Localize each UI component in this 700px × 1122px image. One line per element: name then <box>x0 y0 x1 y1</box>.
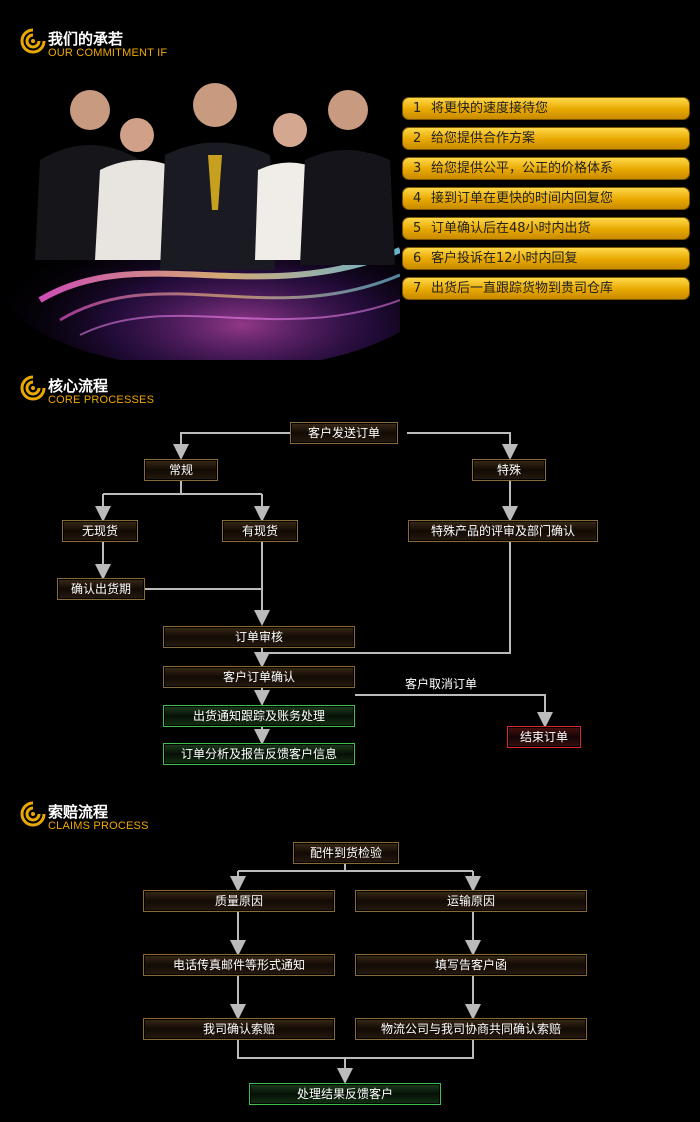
node-no-stock: 无现货 <box>62 520 138 542</box>
commitment-subtitle: OUR COMMITMENT IF <box>48 47 168 59</box>
node-quality: 质量原因 <box>143 890 335 912</box>
commitment-item: 2 给您提供合作方案 <box>402 127 690 150</box>
node-order-analysis: 订单分析及报告反馈客户信息 <box>163 743 355 765</box>
node-confirm-date: 确认出货期 <box>57 578 145 600</box>
claims-subtitle: CLAIMS PROCESS <box>48 820 149 832</box>
core-subtitle: CORE PROCESSES <box>48 394 155 406</box>
item-text: 客户投诉在12小时内回复 <box>431 251 578 266</box>
core-header: 核心流程 CORE PROCESSES <box>20 375 220 411</box>
node-notify: 电话传真邮件等形式通知 <box>143 954 335 976</box>
node-letter: 填写告客户函 <box>355 954 587 976</box>
item-number: 1 <box>413 101 422 116</box>
node-in-stock: 有现货 <box>222 520 298 542</box>
node-special: 特殊 <box>472 459 546 481</box>
item-number: 3 <box>413 161 422 176</box>
commitment-header: 我们的承若 OUR COMMITMENT IF <box>20 28 220 64</box>
section-logo-icon <box>20 375 46 401</box>
item-number: 4 <box>413 191 422 206</box>
section-logo-icon <box>20 801 46 827</box>
node-special-review: 特殊产品的评审及部门确认 <box>408 520 598 542</box>
claims-title: 索赔流程 <box>48 803 109 821</box>
node-inspection: 配件到货检验 <box>293 842 399 864</box>
item-number: 5 <box>413 221 422 236</box>
commitment-item: 6 客户投诉在12小时内回复 <box>402 247 690 270</box>
node-confirm-claim: 我司确认索赔 <box>143 1018 335 1040</box>
claims-header: 索赔流程 CLAIMS PROCESS <box>20 801 220 837</box>
commitment-item: 7 出货后一直跟踪货物到贵司仓库 <box>402 277 690 300</box>
item-text: 接到订单在更快的时间内回复您 <box>431 191 614 206</box>
node-send-order: 客户发送订单 <box>290 422 398 444</box>
commitment-title: 我们的承若 <box>48 30 124 48</box>
core-title: 核心流程 <box>48 377 109 395</box>
commitment-item: 5 订单确认后在48小时内出货 <box>402 217 690 240</box>
node-shipping-notice: 出货通知跟踪及账务处理 <box>163 705 355 727</box>
item-number: 6 <box>413 251 422 266</box>
item-text: 给您提供合作方案 <box>431 131 536 146</box>
item-text: 订单确认后在48小时内出货 <box>431 221 591 236</box>
commitment-item: 4 接到订单在更快的时间内回复您 <box>402 187 690 210</box>
node-regular: 常规 <box>144 459 218 481</box>
node-feedback: 处理结果反馈客户 <box>249 1083 441 1105</box>
section-logo-icon <box>20 28 46 54</box>
commitment-item: 3 给您提供公平，公正的价格体系 <box>402 157 690 180</box>
item-text: 将更快的速度接待您 <box>431 101 549 116</box>
commitment-item: 1 将更快的速度接待您 <box>402 97 690 120</box>
node-end-order: 结束订单 <box>507 726 581 748</box>
item-number: 7 <box>413 281 422 296</box>
item-text: 出货后一直跟踪货物到贵司仓库 <box>431 281 614 296</box>
node-customer-confirm: 客户订单确认 <box>163 666 355 688</box>
item-text: 给您提供公平，公正的价格体系 <box>431 161 614 176</box>
node-transport: 运输原因 <box>355 890 587 912</box>
node-joint-confirm: 物流公司与我司协商共同确认索赔 <box>355 1018 587 1040</box>
node-order-review: 订单审核 <box>163 626 355 648</box>
team-photo <box>0 60 400 360</box>
cancel-label: 客户取消订单 <box>405 677 478 691</box>
item-number: 2 <box>413 131 422 146</box>
